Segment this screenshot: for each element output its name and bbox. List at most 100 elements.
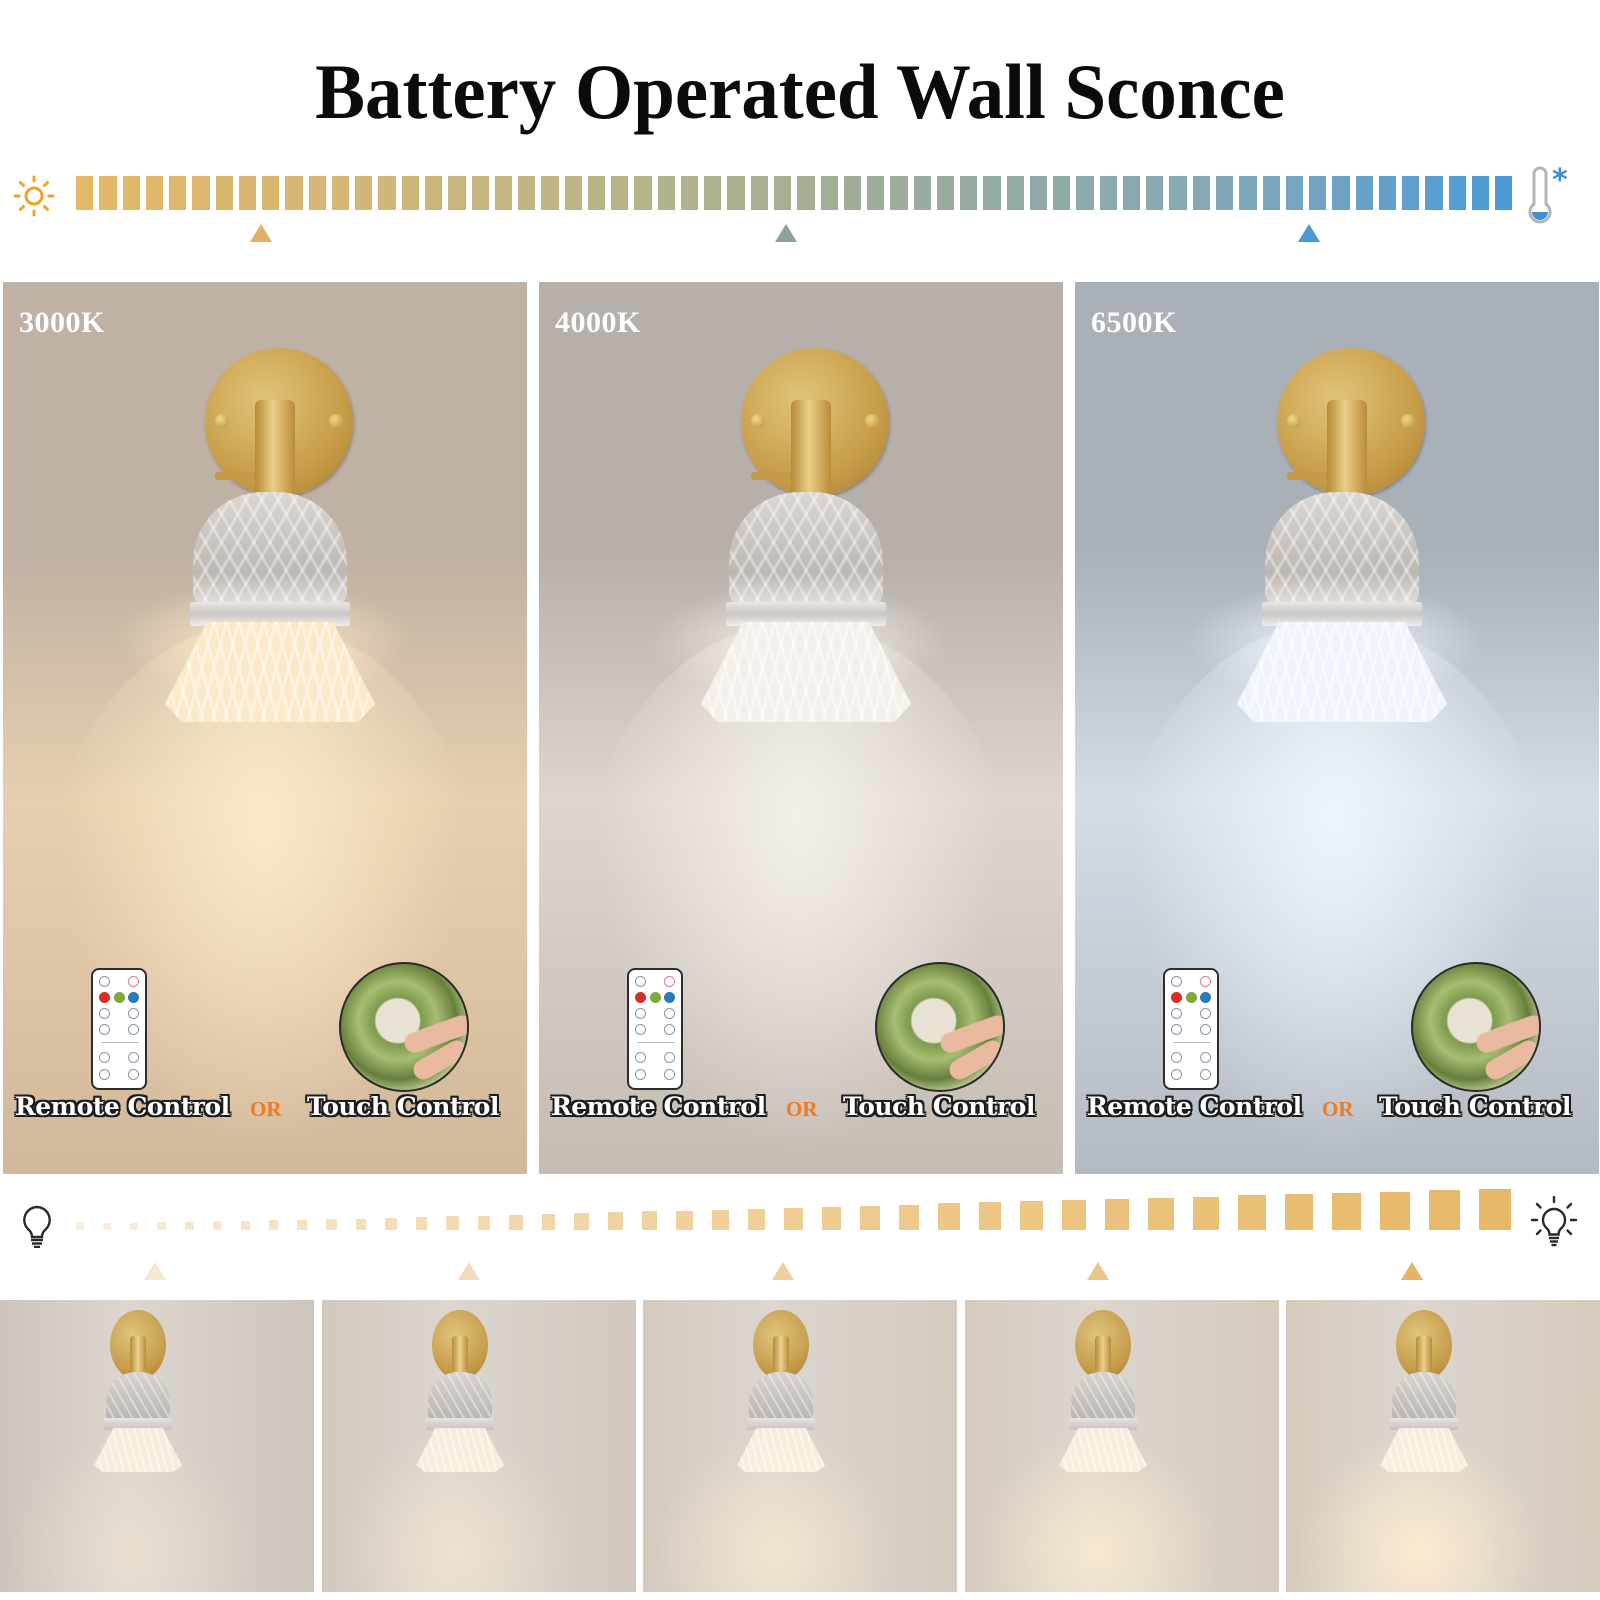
brightness-segment — [784, 1207, 803, 1230]
screw-icon — [215, 414, 229, 428]
brightness-segment — [1061, 1200, 1086, 1230]
touch-control-label: Touch Control — [843, 1092, 1035, 1121]
color-temperature-label: 6500K — [1091, 306, 1177, 339]
brightness-marker — [144, 1262, 166, 1280]
color-temperature-segment — [936, 176, 955, 210]
color-temperature-segment — [238, 176, 257, 210]
brass-socket — [1327, 400, 1367, 500]
brass-socket — [452, 1336, 468, 1372]
color-temperature-segment — [657, 176, 675, 210]
color-temperature-segment — [1355, 176, 1373, 210]
brightness-segment — [1019, 1201, 1043, 1230]
color-temperature-segment — [890, 176, 908, 210]
color-temperature-segment — [773, 176, 792, 210]
color-temperature-segment — [1332, 176, 1350, 210]
color-temperature-segment — [867, 176, 885, 210]
color-temperature-segment — [1122, 176, 1141, 210]
glass-shade-band — [426, 1418, 494, 1430]
brightness-segment — [1104, 1198, 1130, 1230]
or-label: OR — [786, 1097, 818, 1121]
color-temperature-segment — [1146, 176, 1164, 210]
touch-control-icon — [339, 962, 469, 1092]
color-temperature-segment — [1076, 176, 1094, 210]
color-temperature-segment — [169, 176, 187, 210]
remote-control-label: Remote Control — [551, 1092, 766, 1121]
brightness-segment — [978, 1202, 1001, 1230]
screw-icon — [1401, 414, 1415, 428]
screw-icon — [751, 414, 765, 428]
color-temperature-segment — [122, 176, 140, 210]
brightness-segment — [446, 1216, 459, 1230]
glass-shade-band — [747, 1418, 815, 1430]
color-temperature-gradient-bar — [76, 176, 1513, 210]
brightness-gradient-bar — [76, 1189, 1512, 1242]
brightness-marker — [1401, 1262, 1423, 1280]
color-temperature-segment — [1448, 176, 1466, 210]
glass-shade-top — [1265, 492, 1419, 608]
brightness-marker — [1087, 1262, 1109, 1280]
color-temperature-segment — [192, 176, 210, 210]
color-temperature-segment — [541, 176, 559, 210]
brightness-segment — [607, 1212, 623, 1230]
remote-control-icon — [91, 968, 147, 1090]
color-temperature-segment — [820, 176, 838, 210]
brightness-segment — [355, 1218, 367, 1230]
glass-shade-bell — [165, 622, 375, 722]
brightness-segment — [385, 1217, 397, 1230]
color-temperature-segment — [262, 176, 280, 210]
glass-shade-top — [193, 492, 347, 608]
brightness-segment — [268, 1220, 279, 1230]
brightness-segment — [1148, 1197, 1174, 1230]
glass-shade-top — [1392, 1372, 1456, 1422]
remote-control-label: Remote Control — [15, 1092, 230, 1121]
color-temperature-segment — [494, 176, 513, 210]
brightness-marker — [772, 1262, 794, 1280]
color-temperature-segment — [448, 176, 466, 210]
swivel-arm — [1287, 472, 1331, 480]
brightness-segment — [938, 1203, 960, 1230]
thermometer-cold-icon: * — [1528, 166, 1568, 224]
touch-control-label: Touch Control — [1379, 1092, 1571, 1121]
brightness-segment — [297, 1219, 308, 1230]
brightness-segment — [898, 1204, 920, 1230]
brightness-segment — [103, 1222, 112, 1230]
color-temperature-segment — [1262, 176, 1280, 210]
remote-control-icon — [1163, 968, 1219, 1090]
brightness-level-thumbnail — [965, 1300, 1279, 1592]
brightness-segment — [415, 1217, 428, 1230]
color-temperature-segment — [843, 176, 862, 210]
glass-shade-band — [1390, 1418, 1458, 1430]
brass-socket — [130, 1336, 146, 1372]
color-temperature-label: 3000K — [19, 306, 105, 339]
color-temperature-segment — [1006, 176, 1024, 210]
color-temperature-segment — [983, 176, 1001, 210]
glass-shade-top — [1071, 1372, 1135, 1422]
brass-socket — [773, 1336, 789, 1372]
brass-socket — [255, 400, 295, 500]
sun-icon — [13, 175, 55, 217]
brightness-segment — [76, 1223, 84, 1230]
brightness-segment — [711, 1209, 729, 1230]
brightness-segment — [1284, 1194, 1313, 1230]
glass-shade-top — [106, 1372, 170, 1422]
color-temperature-segment — [727, 176, 745, 210]
color-temperature-segment — [76, 176, 94, 210]
color-temperature-segment — [424, 176, 443, 210]
color-temperature-marker — [250, 224, 272, 242]
color-temperature-segment — [1216, 176, 1234, 210]
brightness-segment — [326, 1219, 337, 1230]
brightness-segment — [676, 1210, 693, 1230]
brightness-segment — [1429, 1190, 1461, 1230]
brightness-scale — [0, 1180, 1600, 1280]
brass-socket — [1416, 1336, 1432, 1372]
color-temperature-segment — [99, 176, 117, 210]
or-label: OR — [1322, 1097, 1354, 1121]
glass-shade-top — [428, 1372, 492, 1422]
color-temperature-segment — [704, 176, 722, 210]
brightness-segment — [157, 1222, 166, 1230]
brightness-segment — [184, 1221, 194, 1230]
color-temperature-segment — [1192, 176, 1211, 210]
color-temperature-segment — [1402, 176, 1420, 210]
color-temperature-segment — [1169, 176, 1187, 210]
color-temperature-segment — [960, 176, 978, 210]
